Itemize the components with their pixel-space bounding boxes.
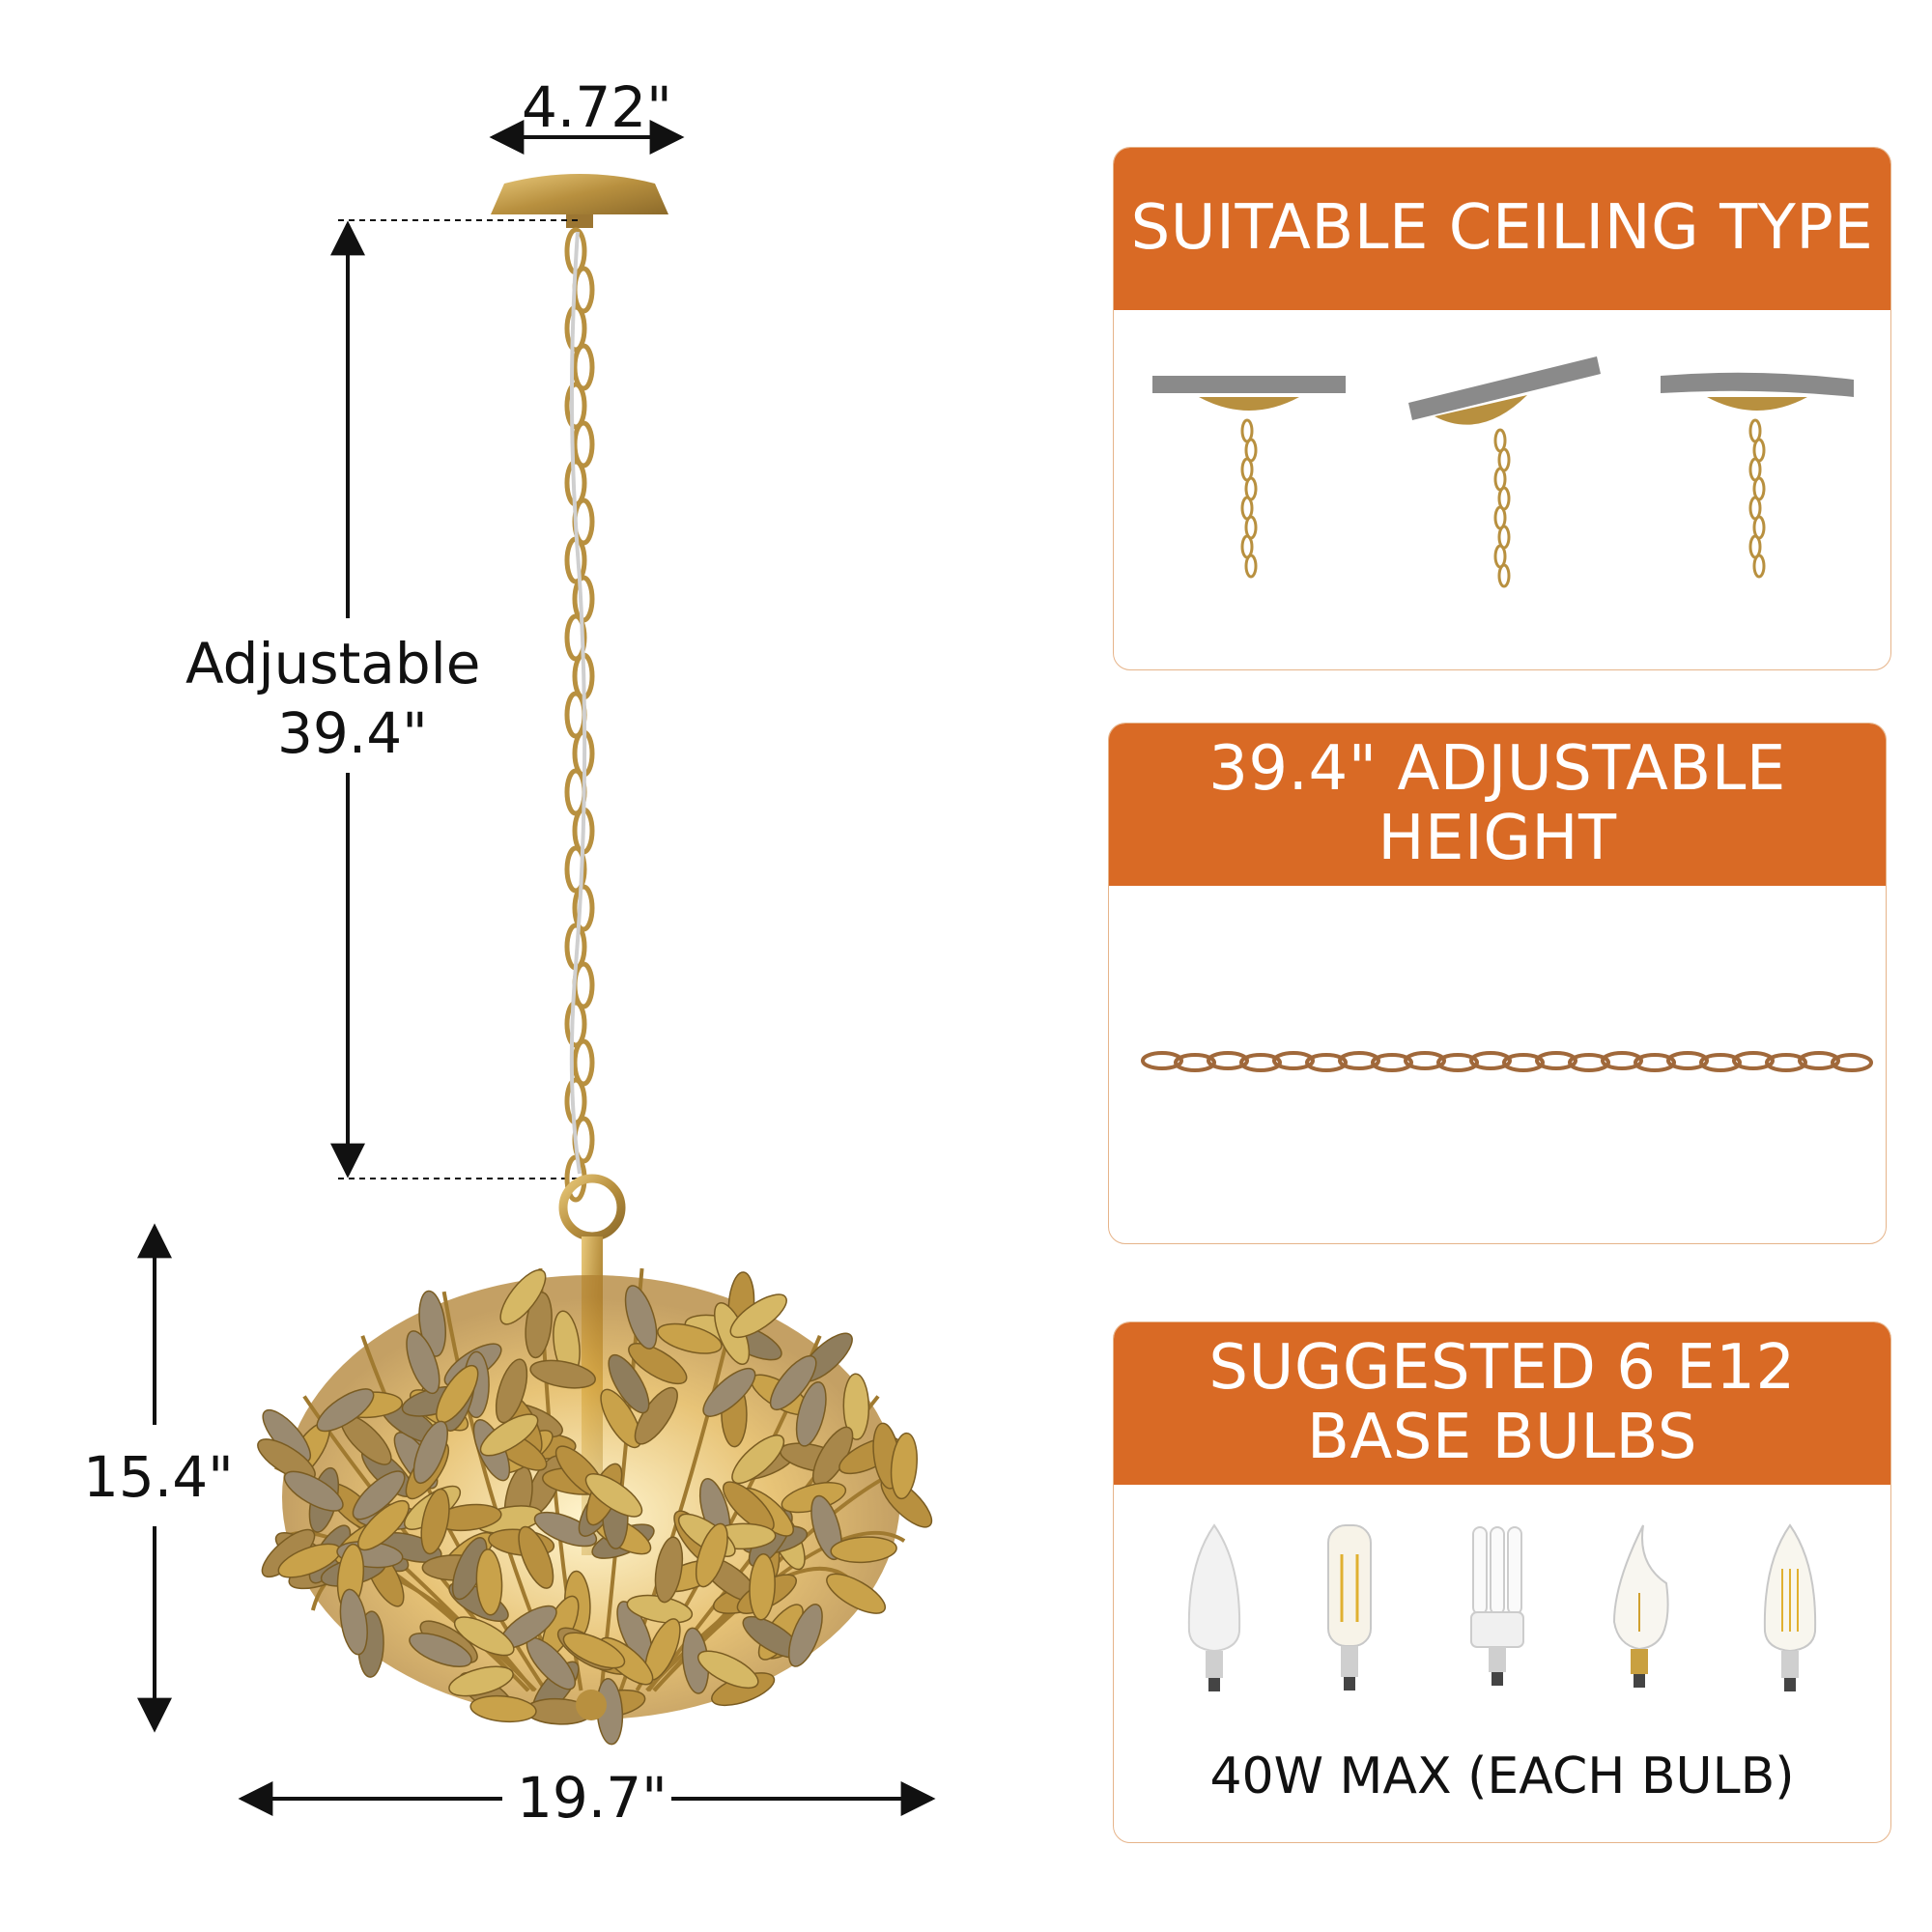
cfl-bulb-icon: [1470, 1526, 1524, 1686]
ceiling-type-title-text: SUITABLE CEILING TYPE: [1130, 192, 1874, 265]
suggested-bulbs-title: SUGGESTED 6 E12 BASE BULBS: [1114, 1322, 1890, 1485]
adjustable-height-panel: 39.4" ADJUSTABLE HEIGHT: [1108, 723, 1887, 1244]
product-illustration: [137, 120, 936, 1816]
bulb-illustrations: [1187, 1523, 1817, 1691]
vaulted-ceiling-icon: [1661, 372, 1854, 579]
ceiling-type-illustrations: [1152, 356, 1854, 588]
flame-tip-bulb-icon: [1612, 1524, 1669, 1688]
shade-width-label: 19.7": [517, 1765, 668, 1831]
shade-height-label: 15.4": [83, 1444, 234, 1510]
horizontal-chain-illustration: [1141, 1051, 1873, 1072]
adjustable-height-title-text: 39.4" ADJUSTABLE HEIGHT: [1208, 733, 1786, 874]
ceiling-canopy: [491, 174, 668, 228]
tubular-filament-bulb-icon: [1327, 1524, 1372, 1690]
adjustable-label: Adjustable: [185, 631, 481, 696]
frosted-candle-bulb-icon: [1187, 1523, 1241, 1691]
leaf-shade: [257, 1267, 933, 1746]
canopy-width-label: 4.72": [522, 74, 672, 140]
flat-ceiling-icon: [1152, 376, 1346, 579]
hanging-ring: [558, 1174, 626, 1241]
max-wattage-note: 40W MAX (EACH BULB): [1209, 1747, 1795, 1805]
suggested-bulbs-panel: SUGGESTED 6 E12 BASE BULBS: [1113, 1321, 1891, 1843]
ceiling-type-panel: SUITABLE CEILING TYPE: [1113, 147, 1891, 670]
filament-candle-bulb-icon: [1763, 1523, 1817, 1691]
adjustable-height-title: 39.4" ADJUSTABLE HEIGHT: [1109, 724, 1886, 886]
sloped-ceiling-icon: [1408, 356, 1601, 588]
suggested-bulbs-title-line2: BASE BULBS: [1307, 1402, 1697, 1473]
suggested-bulbs-title-line1: SUGGESTED 6 E12: [1208, 1332, 1796, 1405]
adjustable-value: 39.4": [277, 700, 428, 766]
ceiling-type-title: SUITABLE CEILING TYPE: [1114, 148, 1890, 310]
